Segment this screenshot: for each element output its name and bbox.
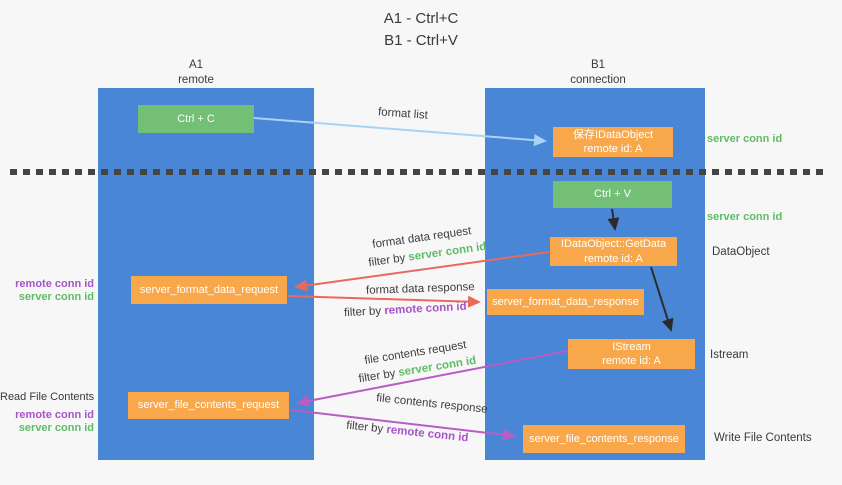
annotation-bottom-left-server-conn-id: server conn id	[18, 422, 94, 435]
node-server-format-data-request-label: server_format_data_request	[139, 283, 279, 296]
node-idataobject-getdata-remote-id: remote id: A	[584, 252, 643, 265]
annotation-read-file-contents: Read File Contents	[0, 391, 95, 403]
arrow-label-file-contents-response: file contents response	[375, 392, 489, 416]
annotation-mid-left-server-conn-id: server conn id	[18, 291, 94, 304]
diagram-title: A1 - Ctrl+C B1 - Ctrl+V	[0, 8, 842, 52]
node-save-idataobject-title: 保存IDataObject	[572, 128, 654, 141]
filter-by-prefix: filter by	[343, 305, 385, 320]
node-istream-remote-id: remote id: A	[602, 355, 661, 367]
lifeline-a-role: remote	[178, 73, 214, 86]
annotation-server-conn-id-mid: server conn id	[707, 211, 783, 223]
filter-by-prefix: filter by	[367, 251, 410, 270]
title-line-2: B1 - Ctrl+V	[384, 31, 458, 49]
arrow-label-filter-format-response: filter by remote conn id	[344, 301, 467, 319]
node-ctrl-v-label: Ctrl + V	[594, 188, 631, 201]
node-save-idataobject-remote-id: remote id: A	[583, 143, 643, 155]
annotation-read-file-contents-block: Read File Contents remote conn id server…	[0, 391, 94, 436]
lifeline-b-header: B1 connection	[538, 58, 658, 88]
node-server-format-data-request: server_format_data_request	[131, 276, 287, 304]
arrow-label-format-data-response: format data response	[365, 281, 475, 297]
node-server-file-contents-request-label: server_file_contents_request	[137, 399, 280, 412]
node-server-format-data-response-label: server_format_data_response	[492, 295, 639, 308]
lifeline-a-id: A1	[188, 59, 204, 71]
filter-by-prefix: filter by	[357, 367, 400, 386]
annotation-server-conn-id-top: server conn id	[707, 133, 783, 145]
arrow-label-format-list: format list	[377, 106, 429, 122]
filter-by-prefix: filter by	[345, 419, 388, 436]
node-idataobject-getdata-title: IDataObject::GetData	[560, 238, 667, 251]
annotation-bottom-left-remote-conn-id: remote conn id	[15, 409, 94, 422]
node-server-file-contents-response-label: server_file_contents_response	[529, 432, 679, 445]
arrow-label-filter-file-response: filter by remote conn id	[346, 420, 469, 445]
lifeline-b-id: B1	[590, 59, 606, 71]
node-ctrl-c-label: Ctrl + C	[177, 112, 215, 125]
node-ctrl-c: Ctrl + C	[138, 105, 254, 133]
annotation-mid-left-remote-conn-id: remote conn id	[15, 278, 94, 290]
filter-key-remote-conn-id: remote conn id	[385, 423, 469, 445]
annotation-write-file-contents: Write File Contents	[714, 432, 812, 444]
node-istream: IStream remote id: A	[568, 339, 695, 369]
node-server-file-contents-request: server_file_contents_request	[128, 392, 289, 419]
lifeline-b-role: connection	[570, 73, 626, 86]
annotation-mid-left-conn-ids: remote conn id server conn id	[0, 278, 94, 304]
dotted-separator-line	[10, 169, 824, 175]
node-save-idataobject: 保存IDataObject remote id: A	[553, 127, 673, 157]
node-server-file-contents-response: server_file_contents_response	[523, 425, 685, 453]
node-idataobject-getdata: IDataObject::GetData remote id: A	[550, 237, 677, 266]
annotation-istream: Istream	[710, 349, 749, 361]
title-line-1: A1 - Ctrl+C	[383, 10, 459, 27]
node-ctrl-v: Ctrl + V	[553, 181, 672, 208]
lifeline-a-header: A1 remote	[136, 58, 256, 88]
node-istream-title: IStream	[612, 340, 651, 353]
node-server-format-data-response: server_format_data_response	[487, 289, 644, 315]
filter-key-remote-conn-id: remote conn id	[383, 300, 467, 318]
annotation-dataobject: DataObject	[712, 246, 770, 258]
